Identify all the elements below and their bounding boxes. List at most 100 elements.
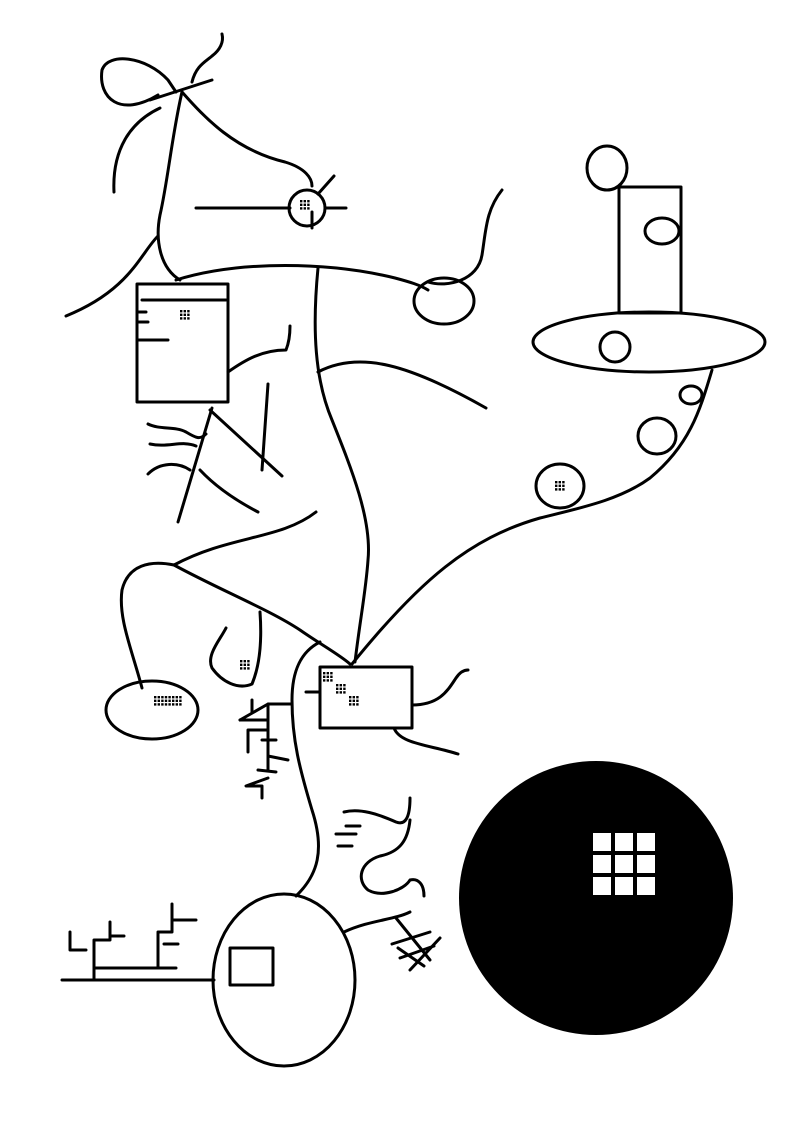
grid-cell: [615, 855, 633, 873]
grid-cell: [349, 703, 352, 706]
face-left-edge: [156, 90, 184, 282]
grid-cell: [330, 675, 333, 678]
left-hair-curve: [112, 106, 162, 194]
left-arm-curve: [64, 234, 160, 318]
junction-right-wire: [410, 668, 470, 707]
mid-junction-box: [238, 640, 470, 898]
grid-cell: [349, 699, 352, 702]
tower-base-circle: [598, 330, 632, 364]
grid-cell: [157, 699, 160, 702]
grid-cell: [336, 691, 339, 694]
baseline-tree: [68, 902, 198, 982]
grid-cell: [164, 696, 168, 699]
torso-diag-1: [208, 408, 284, 478]
bottom-oval: [60, 892, 442, 1068]
grid-cell: [161, 696, 164, 699]
eye-dot-grid: [300, 200, 310, 210]
tower-top-right: [350, 144, 767, 666]
bubble-dot-grid: [555, 481, 565, 491]
panel-dot-grid: [180, 310, 190, 320]
grid-cell: [330, 672, 333, 675]
grid-cell: [168, 703, 171, 706]
shoulder-line: [174, 264, 430, 292]
tail-wave-4: [198, 468, 260, 514]
grid-cell: [180, 317, 183, 320]
grid-cell: [243, 660, 246, 663]
left-small-wire: [226, 324, 292, 374]
grid-cell: [562, 484, 565, 487]
leg-outline: [119, 510, 318, 690]
grid-cell: [326, 675, 329, 678]
grid-cell: [558, 481, 561, 484]
grid-cell: [593, 855, 611, 873]
torso-mid-curve: [316, 360, 488, 410]
grid-cell: [330, 679, 333, 682]
grid-cell: [593, 877, 611, 895]
tail-bubble-3: [534, 462, 586, 510]
grid-cell: [349, 696, 352, 699]
grid-cell: [303, 207, 306, 210]
grid-cell: [172, 703, 175, 706]
grid-cell: [240, 660, 243, 663]
bottom-right-wire: [342, 910, 412, 934]
grid-cell: [187, 313, 190, 316]
hook-lower: [359, 818, 426, 898]
grid-cell: [343, 691, 346, 694]
leg-lower-curve: [172, 563, 352, 666]
grid-cell: [323, 675, 326, 678]
tower-base-oval: [531, 310, 767, 374]
grid-cell: [555, 484, 558, 487]
grid-cell: [555, 488, 558, 491]
tower-tail: [350, 368, 714, 666]
grid-cell: [307, 207, 310, 210]
hook-ticks: [334, 824, 362, 848]
grid-cell: [157, 703, 160, 706]
grid-cell: [558, 484, 561, 487]
grid-cell: [637, 855, 655, 873]
left-panel-rect: [135, 282, 230, 404]
black-sun-circle: [459, 761, 733, 1035]
grid-cell: [161, 703, 164, 706]
grid-cell: [326, 679, 329, 682]
grid-cell: [187, 310, 190, 313]
grid-cell: [562, 481, 565, 484]
grid-cell: [326, 672, 329, 675]
grid-cell: [339, 691, 342, 694]
grid-cell: [187, 317, 190, 320]
grid-cell: [323, 679, 326, 682]
grid-cell: [343, 684, 346, 687]
junction-dot-grid-3: [349, 696, 359, 706]
grid-cell: [180, 313, 183, 316]
grid-cell: [637, 877, 655, 895]
grid-cell: [615, 833, 633, 851]
torso-spine: [313, 266, 371, 664]
grid-cell: [300, 207, 303, 210]
grid-cell: [168, 699, 171, 702]
scribble-cross: [390, 916, 442, 972]
hook-upper: [342, 796, 412, 825]
grid-cell: [164, 699, 168, 702]
grid-cell: [183, 310, 186, 313]
grid-cell: [336, 687, 339, 690]
junction-dot-grid-2: [336, 684, 346, 694]
grid-cell: [356, 696, 359, 699]
grid-cell: [637, 833, 655, 851]
tail-wave-1: [146, 422, 208, 440]
hat-wire: [190, 32, 224, 84]
grid-cell: [339, 684, 342, 687]
tail-bubble-1: [678, 384, 704, 406]
grid-cell: [562, 488, 565, 491]
foot-dot-grid: [154, 696, 182, 706]
white-window-grid: [593, 833, 655, 895]
knee-dot-grid: [240, 660, 250, 670]
grid-cell: [157, 696, 160, 699]
grid-cell: [183, 313, 186, 316]
grid-cell: [168, 696, 171, 699]
stem-down: [290, 640, 322, 898]
grid-cell: [179, 699, 182, 702]
grid-cell: [154, 703, 157, 706]
branch-main: [238, 702, 294, 800]
grid-cell: [356, 703, 359, 706]
bottom-big-oval: [211, 892, 357, 1068]
